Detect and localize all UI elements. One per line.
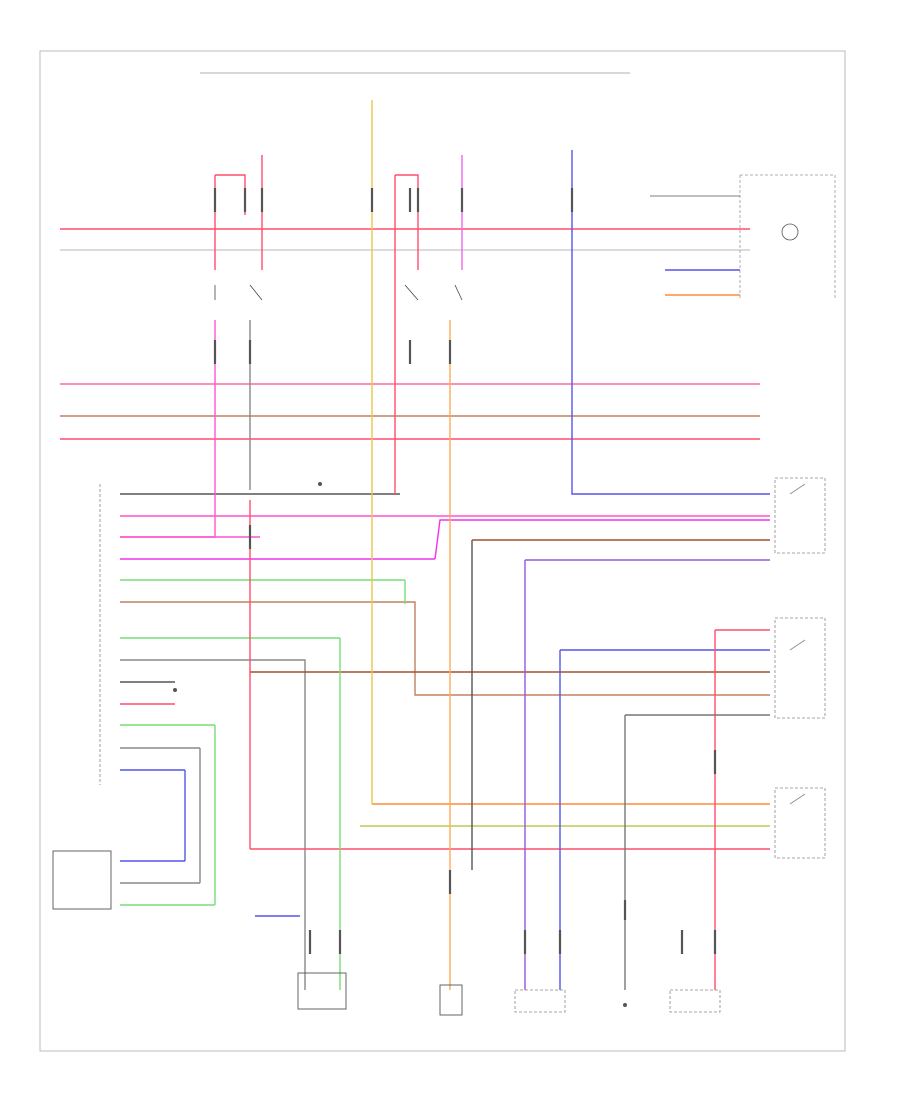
right-connectors <box>774 477 826 859</box>
relay-node-1 <box>173 688 177 692</box>
vwire-pink-c <box>120 320 216 538</box>
switches <box>214 284 463 301</box>
tcm-box <box>52 850 112 910</box>
left-front-speaker <box>297 972 347 1010</box>
connector-marks <box>213 188 717 954</box>
wire-gray-1 <box>120 659 306 990</box>
wire-brown-2 <box>120 601 770 696</box>
vertical-wires <box>120 100 770 990</box>
sub-speaker <box>439 984 463 1016</box>
diagram-border <box>39 50 846 1052</box>
rear-speaker <box>669 989 721 1013</box>
splice-node-1 <box>318 482 322 486</box>
vwire-blue-n <box>571 150 770 495</box>
vwire-red-loop <box>215 174 246 215</box>
right-front-speaker <box>514 989 566 1013</box>
ground-point <box>623 1003 627 1007</box>
horizontal-wires <box>60 228 770 990</box>
vwire-red-g <box>395 174 419 270</box>
wire-magenta-1b <box>434 519 770 560</box>
top-right-component <box>650 174 836 300</box>
